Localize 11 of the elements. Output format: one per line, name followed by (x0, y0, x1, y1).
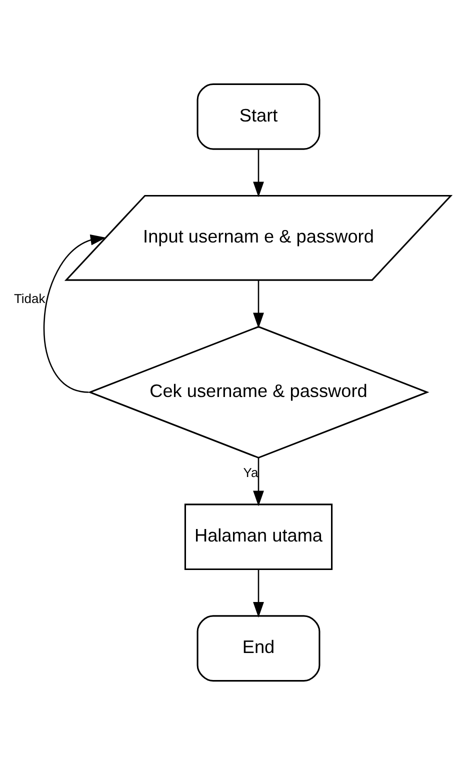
edge-label: Tidak (14, 290, 46, 306)
arrow (253, 280, 264, 328)
edge-label: Ya (243, 464, 258, 480)
node-diamond: Cek username & password (88, 325, 430, 458)
arrow (253, 148, 264, 197)
node-box: End (196, 614, 320, 682)
arrow (253, 569, 264, 618)
arrow (253, 457, 264, 506)
node-box: Halaman utama (184, 503, 333, 570)
arrow (44, 234, 106, 392)
node-box: Start (196, 82, 320, 150)
